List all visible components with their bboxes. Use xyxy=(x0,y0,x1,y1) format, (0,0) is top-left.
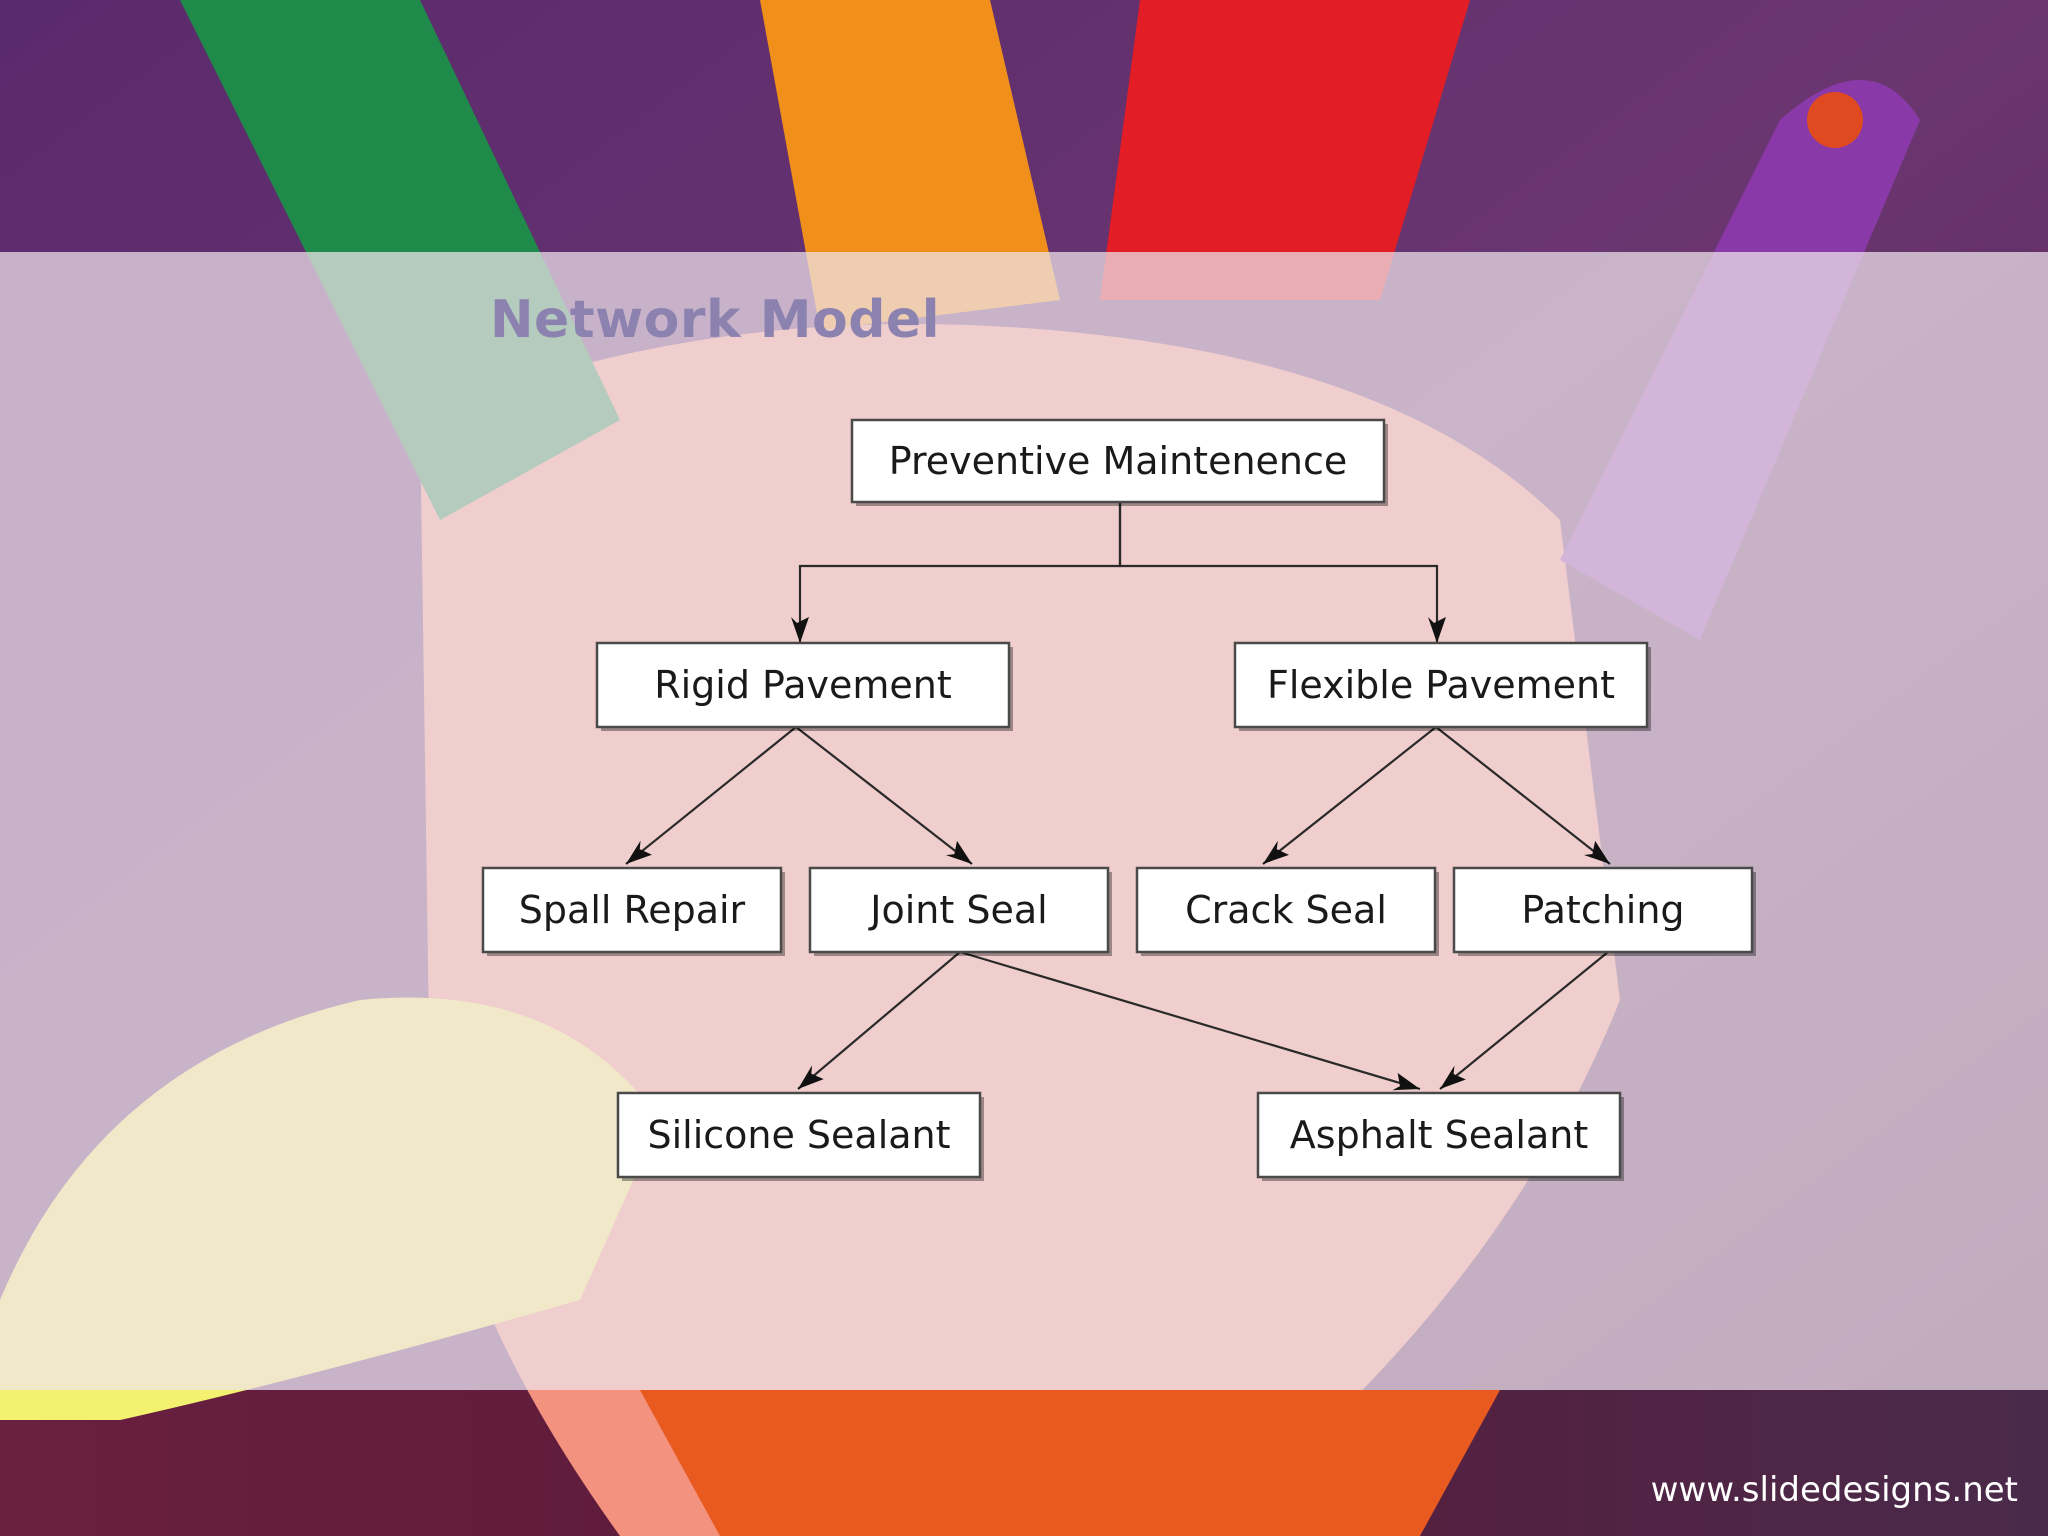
arrowhead-flexible-to-patching xyxy=(1584,840,1610,864)
node-label: Flexible Pavement xyxy=(1267,663,1615,707)
edge-flexible-to-patching xyxy=(1435,726,1611,865)
node-box xyxy=(1233,641,1649,729)
node-box xyxy=(808,866,1110,954)
arrowhead-root-to-rigid xyxy=(791,617,809,643)
node-patching: Patching xyxy=(1452,866,1756,956)
edge-rigid-to-spall xyxy=(625,726,797,865)
node-label: Preventive Maintenence xyxy=(889,439,1348,483)
edge-root-to-flexible xyxy=(1118,502,1439,643)
node-label: Joint Seal xyxy=(868,888,1047,932)
node-label: Silicone Sealant xyxy=(647,1113,950,1157)
diagram-edges xyxy=(625,502,1611,1091)
arrowhead-joint-to-silicone xyxy=(798,1065,824,1089)
node-label: Spall Repair xyxy=(519,888,746,932)
arrowhead-rigid-to-spall xyxy=(626,840,652,864)
slide-title: Network Model xyxy=(490,290,941,350)
node-box xyxy=(481,866,783,954)
node-box xyxy=(1135,866,1437,954)
node-box xyxy=(616,1091,982,1179)
node-box xyxy=(1256,1091,1622,1179)
node-silicone: Silicone Sealant xyxy=(616,1091,984,1181)
edge-joint-to-silicone xyxy=(797,951,961,1090)
arrowhead-rigid-to-joint xyxy=(945,840,972,864)
node-rigid: Rigid Pavement xyxy=(595,641,1013,731)
arrowhead-root-to-flexible xyxy=(1428,617,1446,643)
node-label: Asphalt Sealant xyxy=(1290,1113,1588,1157)
node-label: Crack Seal xyxy=(1185,888,1387,932)
node-label: Rigid Pavement xyxy=(654,663,952,707)
node-box xyxy=(595,641,1011,729)
edge-patching-to-asphalt xyxy=(1439,951,1609,1090)
edge-rigid-to-joint xyxy=(795,726,973,865)
node-box xyxy=(1452,866,1754,954)
edge-root-to-rigid xyxy=(798,502,1122,643)
node-box xyxy=(850,418,1386,504)
node-asphalt: Asphalt Sealant xyxy=(1256,1091,1624,1181)
arrowhead-joint-to-asphalt xyxy=(1392,1072,1420,1091)
node-crack: Crack Seal xyxy=(1135,866,1439,956)
node-spall: Spall Repair xyxy=(481,866,785,956)
edge-joint-to-asphalt xyxy=(959,950,1421,1091)
node-joint: Joint Seal xyxy=(808,866,1112,956)
footer-url[interactable]: www.slidedesigns.net xyxy=(1650,1470,2018,1510)
arrowhead-patching-to-asphalt xyxy=(1440,1065,1466,1089)
node-label: Patching xyxy=(1521,888,1684,932)
arrowhead-flexible-to-crack xyxy=(1263,840,1289,864)
edge-flexible-to-crack xyxy=(1262,726,1437,865)
node-root: Preventive Maintenence xyxy=(850,418,1388,506)
node-flexible: Flexible Pavement xyxy=(1233,641,1651,731)
